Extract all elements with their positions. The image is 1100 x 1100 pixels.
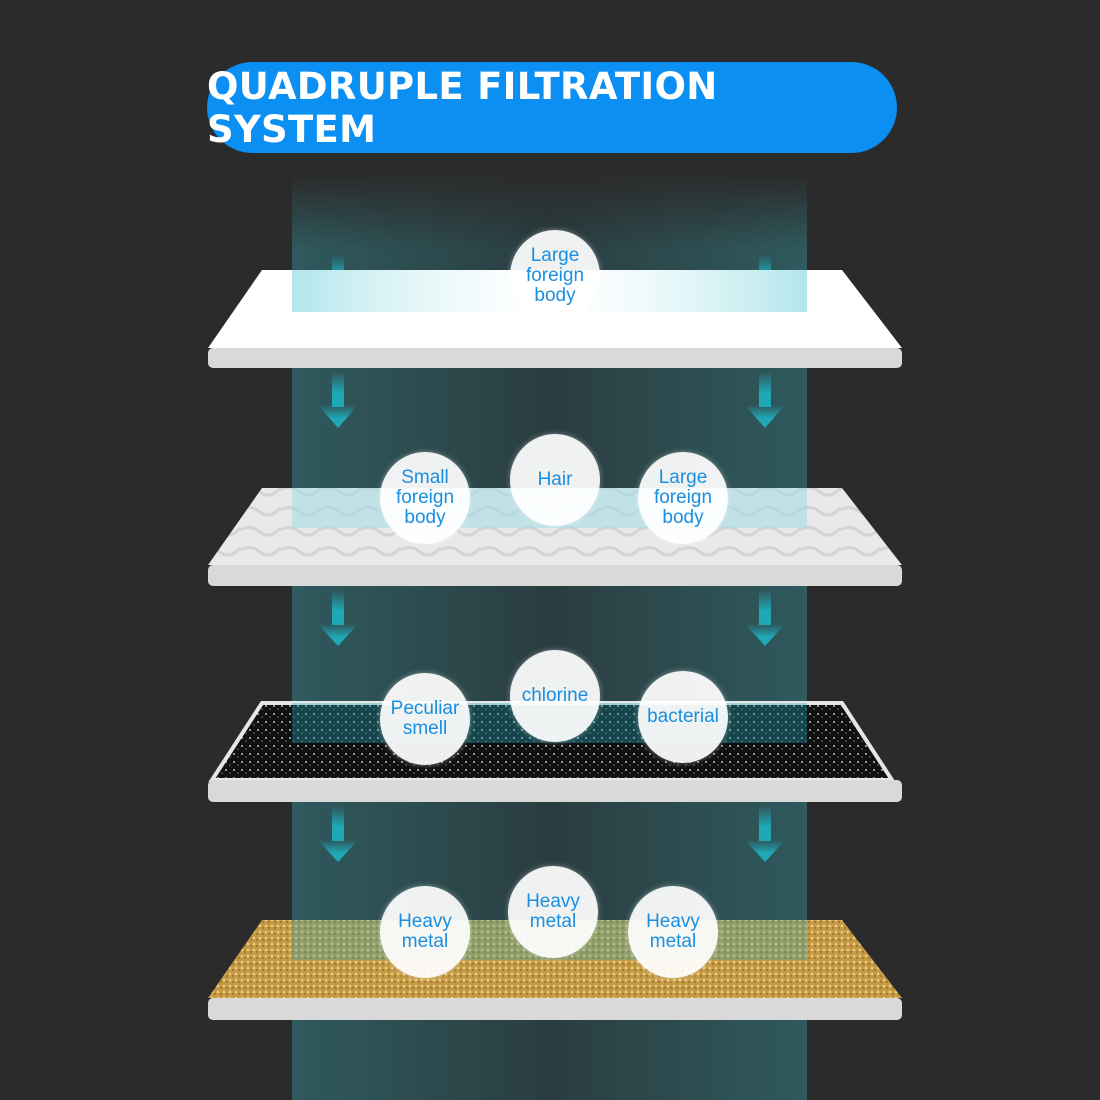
label-bubble: Heavy metal xyxy=(380,886,470,978)
arrow-down-icon xyxy=(318,372,358,428)
arrow-down-icon xyxy=(745,806,785,862)
bubble-label: Heavy metal xyxy=(526,891,580,932)
label-bubble: Hair xyxy=(510,434,600,526)
bubble-label: Peculiar smell xyxy=(390,698,460,739)
bubble-label: Large foreign body xyxy=(653,467,713,528)
label-bubble: Large foreign body xyxy=(638,452,728,544)
bubble-label: Small foreign body xyxy=(395,467,455,528)
label-bubble: Peculiar smell xyxy=(380,673,470,765)
label-bubble: Large foreign body xyxy=(510,230,600,322)
title-banner: QUADRUPLE FILTRATION SYSTEM xyxy=(207,62,897,153)
arrow-down-icon xyxy=(745,372,785,428)
bubble-label: Large foreign body xyxy=(525,245,585,306)
bubble-label: chlorine xyxy=(521,685,589,706)
label-bubble: Heavy metal xyxy=(628,886,718,978)
bubble-label: bacterial xyxy=(647,706,719,727)
label-bubble: Heavy metal xyxy=(508,866,598,958)
label-bubble: Small foreign body xyxy=(380,452,470,544)
arrow-down-icon xyxy=(318,806,358,862)
bubble-label: Hair xyxy=(537,469,573,490)
label-bubble: chlorine xyxy=(510,650,600,742)
bubble-label: Heavy metal xyxy=(646,911,700,952)
label-bubble: bacterial xyxy=(638,671,728,763)
bubble-label: Heavy metal xyxy=(398,911,452,952)
arrow-down-icon xyxy=(745,590,785,646)
title-text: QUADRUPLE FILTRATION SYSTEM xyxy=(207,64,718,151)
arrow-down-icon xyxy=(318,590,358,646)
